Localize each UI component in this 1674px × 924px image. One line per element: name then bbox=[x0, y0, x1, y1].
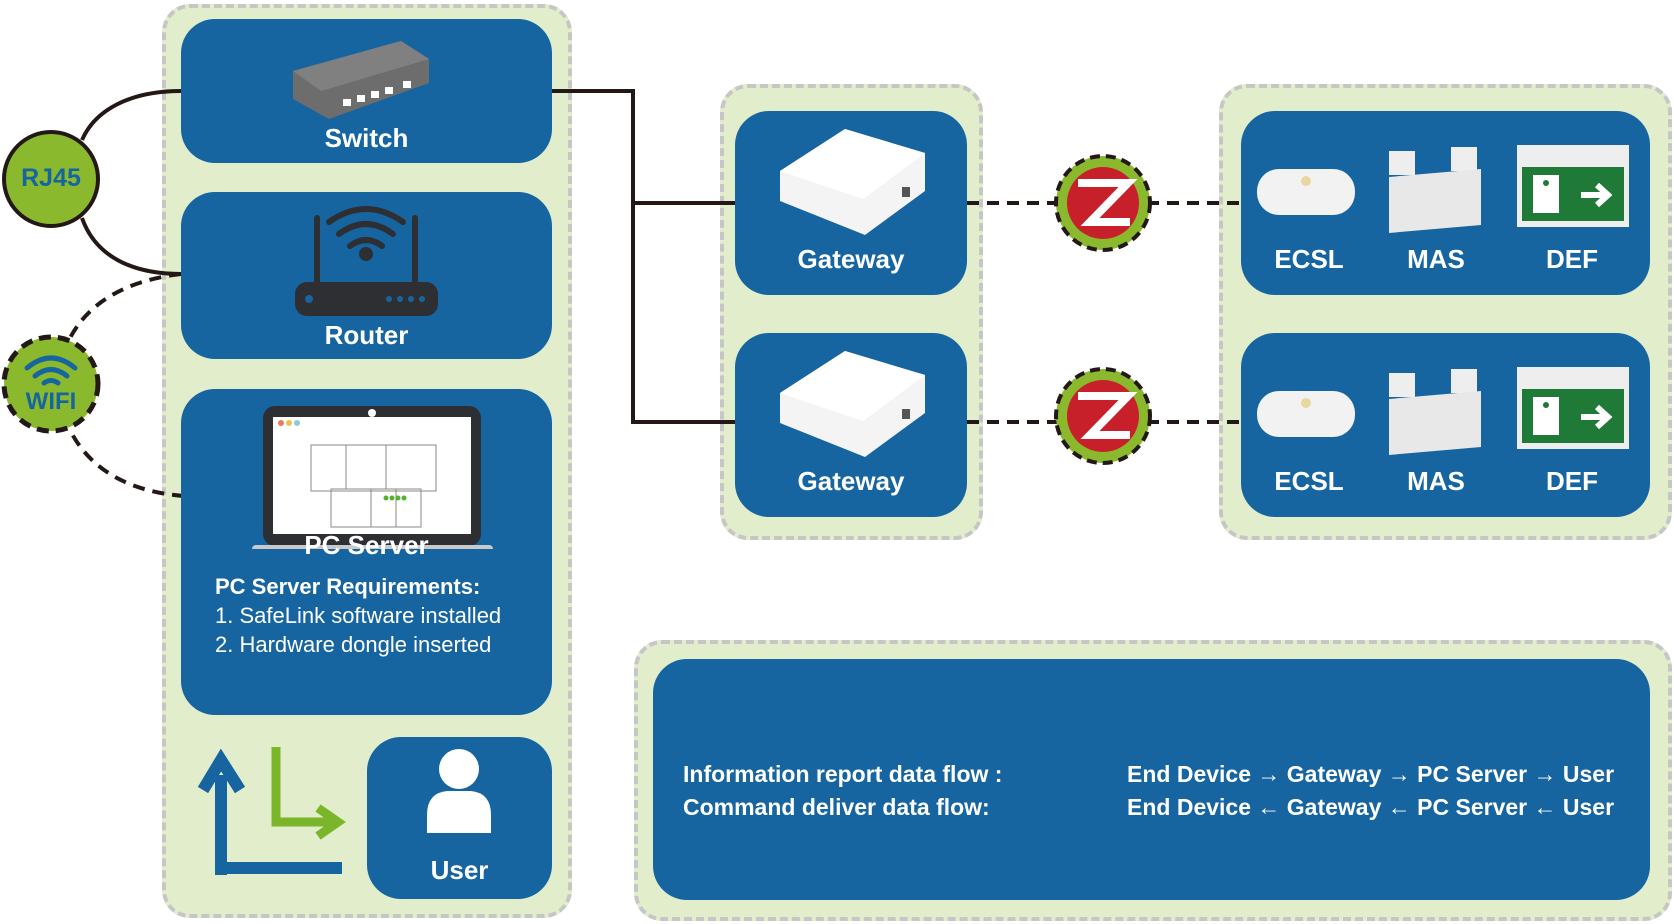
info-flow-label: Information report data flow : bbox=[683, 761, 1003, 787]
user-icon bbox=[427, 749, 491, 833]
data-flow-arrows-icon bbox=[197, 747, 346, 875]
def-exit-sign-icon bbox=[1517, 367, 1629, 449]
user-card[interactable]: User bbox=[367, 737, 552, 899]
wifi-line-pc bbox=[68, 429, 185, 498]
ecsl-device-icon bbox=[1257, 391, 1355, 437]
command-flow-label: Command deliver data flow: bbox=[683, 794, 990, 820]
ecsl-device-icon bbox=[1257, 169, 1355, 215]
requirement-2: 2. Hardware dongle inserted bbox=[215, 632, 492, 657]
gateway-card-1[interactable]: Gateway bbox=[735, 111, 967, 295]
device-row-1: ECSL MAS DEF bbox=[1241, 111, 1650, 295]
requirement-1: 1. SafeLink software installed bbox=[215, 603, 502, 628]
rj45-line-switch bbox=[80, 89, 182, 141]
pc-server-label: PC Server bbox=[304, 530, 429, 560]
rj45-badge bbox=[2, 130, 100, 228]
gateway-device-icon bbox=[780, 129, 925, 235]
data-flow-legend: Information report data flow : End Devic… bbox=[653, 659, 1650, 900]
gateway-label-2: Gateway bbox=[797, 466, 905, 496]
mas-label: MAS bbox=[1407, 244, 1465, 274]
gateway-label-1: Gateway bbox=[797, 244, 905, 274]
pc-server-card[interactable]: PC Server PC Server Requirements: 1. Saf… bbox=[181, 389, 552, 715]
wifi-line-router bbox=[68, 272, 182, 339]
ethernet-trunk bbox=[552, 89, 735, 424]
switch-card[interactable]: Switch bbox=[181, 19, 552, 163]
command-flow-path: End Device ← Gateway ← PC Server ← User bbox=[1127, 794, 1615, 820]
def-exit-sign-icon bbox=[1517, 145, 1629, 227]
router-label: Router bbox=[324, 320, 409, 350]
gateway-device-icon bbox=[780, 351, 925, 457]
mas-label: MAS bbox=[1407, 466, 1465, 496]
network-switch-icon bbox=[293, 41, 429, 119]
end-devices-icons bbox=[1257, 145, 1629, 233]
wifi-icon bbox=[24, 355, 78, 386]
def-label: DEF bbox=[1546, 244, 1598, 274]
user-label: User bbox=[430, 855, 489, 885]
zigbee-icon bbox=[1054, 367, 1152, 465]
device-row-2: ECSL MAS DEF bbox=[1241, 333, 1650, 517]
router-card[interactable]: Router bbox=[181, 192, 552, 359]
end-devices-icons bbox=[1257, 367, 1629, 455]
info-flow-path: End Device → Gateway → PC Server → User bbox=[1127, 761, 1615, 787]
wifi-label: WIFI bbox=[25, 388, 77, 415]
ecsl-label: ECSL bbox=[1274, 466, 1344, 496]
gateway-card-2[interactable]: Gateway bbox=[735, 333, 967, 517]
wifi-badge bbox=[1, 334, 101, 434]
rj45-label: RJ45 bbox=[21, 164, 81, 192]
zigbee-icon bbox=[1054, 154, 1152, 252]
rj45-line-router bbox=[80, 217, 182, 276]
ecsl-label: ECSL bbox=[1274, 244, 1344, 274]
requirements-title: PC Server Requirements: bbox=[215, 574, 481, 599]
def-label: DEF bbox=[1546, 466, 1598, 496]
mas-device-icon bbox=[1389, 147, 1481, 233]
laptop-icon bbox=[252, 406, 493, 549]
switch-label: Switch bbox=[324, 123, 409, 153]
wifi-router-icon bbox=[295, 206, 438, 316]
mas-device-icon bbox=[1389, 369, 1481, 455]
